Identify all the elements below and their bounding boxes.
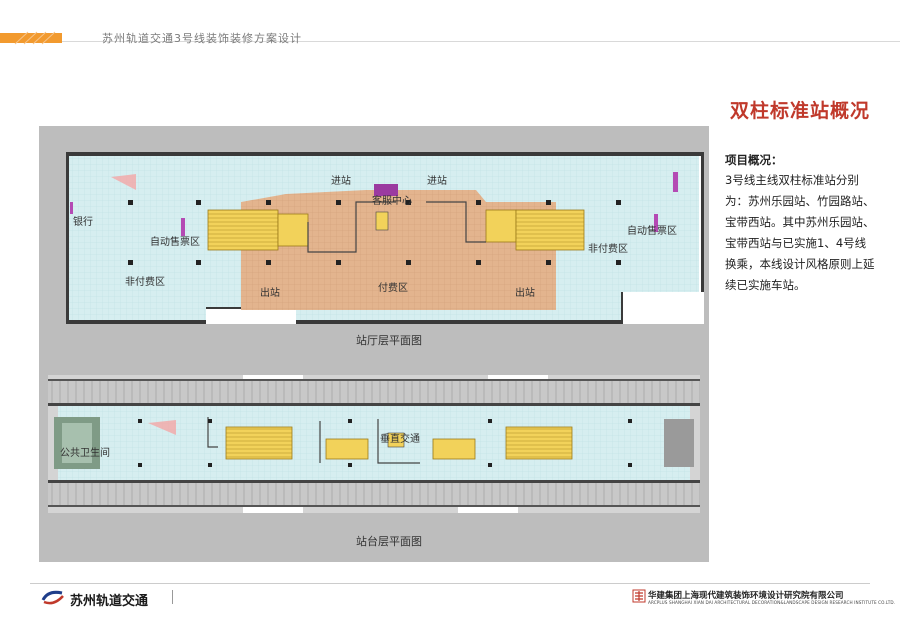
page-title: 双柱标准站概况 xyxy=(729,100,870,122)
suzhou-rail-logo-icon xyxy=(41,590,64,605)
label-vertical-transport: 垂直交通 xyxy=(380,434,420,445)
institute-name-cn: 华建集团上海现代建筑装饰环境设计研究院有限公司 xyxy=(648,591,844,601)
summary-heading: 项目概况： xyxy=(725,153,783,167)
header-divider xyxy=(62,41,900,42)
label-exit-left: 出站 xyxy=(260,288,280,299)
platform-plan-caption: 站台层平面图 xyxy=(356,535,422,548)
summary-body: 3号线主线双柱标准站分别为：苏州乐园站、竹园路站、宝带西站。其中苏州乐园站、宝带… xyxy=(725,173,875,292)
institute-logo-icon xyxy=(632,589,646,603)
hall-floor-plan xyxy=(66,152,704,324)
platform-floor-plan xyxy=(48,375,700,513)
label-bank: 银行 xyxy=(73,217,93,228)
label-public-toilet: 公共卫生间 xyxy=(60,448,110,459)
project-title: 苏州轨道交通3号线装饰装修方案设计 xyxy=(102,32,302,45)
label-enter-left: 进站 xyxy=(331,176,351,187)
footer-divider xyxy=(30,583,870,584)
label-nonpaid-right: 非付费区 xyxy=(588,244,628,255)
footer-separator xyxy=(172,590,173,604)
institute-name-en: ARCPLUS SHANGHAI XIAN DAI ARCHITECTURAL … xyxy=(648,600,896,605)
footer-logo-text: 苏州轨道交通 xyxy=(70,594,149,609)
hall-plan-caption: 站厅层平面图 xyxy=(356,334,422,347)
header-pattern-icon xyxy=(14,31,56,45)
label-exit-right: 出站 xyxy=(515,288,535,299)
label-nonpaid-left: 非付费区 xyxy=(125,277,165,288)
label-enter-right: 进站 xyxy=(427,176,447,187)
label-ticket-left: 自动售票区 xyxy=(150,237,200,248)
label-service-center: 客服中心 xyxy=(372,196,412,207)
label-paid-area: 付费区 xyxy=(378,283,408,294)
label-ticket-right: 自动售票区 xyxy=(627,226,677,237)
